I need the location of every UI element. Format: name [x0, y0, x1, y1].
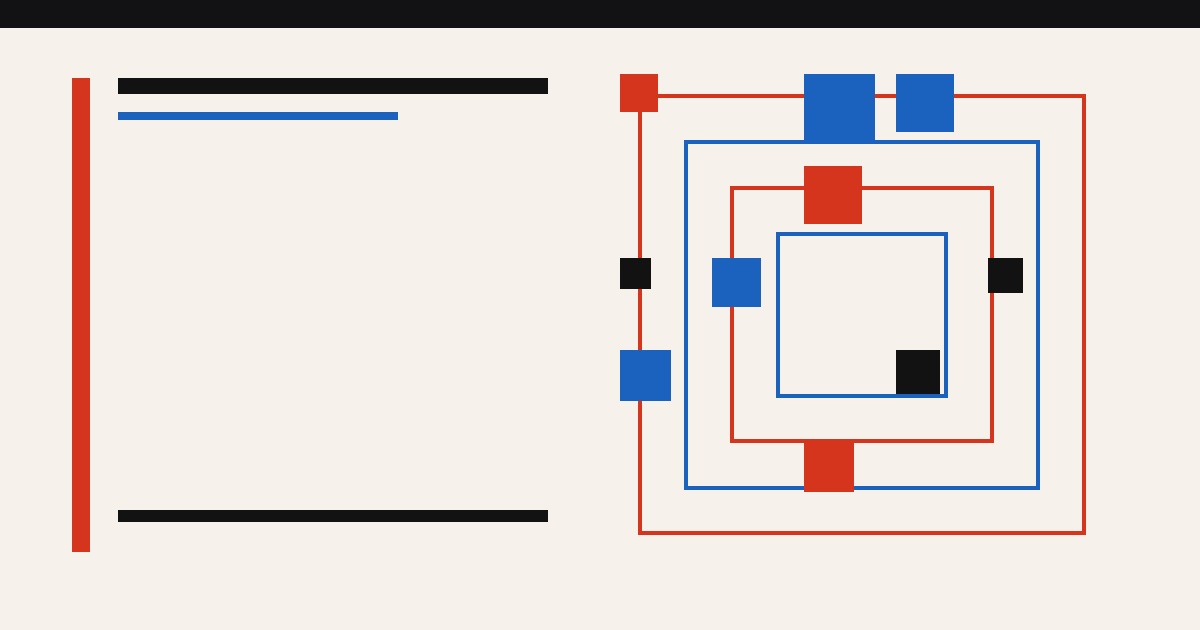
- outer-red-frame: [638, 94, 1086, 535]
- blue-block-middle-left: [712, 258, 761, 307]
- accent-rule: [72, 78, 90, 552]
- footer-placeholder-bar: [118, 510, 548, 522]
- title-placeholder-bar: [118, 78, 548, 94]
- black-block-inner: [896, 350, 940, 394]
- subtitle-placeholder-bar: [118, 112, 398, 120]
- top-bar: [0, 0, 1200, 28]
- blue-block-top-right: [896, 74, 954, 132]
- black-block-left: [620, 258, 651, 289]
- red-block-top-left: [620, 74, 658, 112]
- black-block-right: [988, 258, 1023, 293]
- blue-block-lower-left: [620, 350, 671, 401]
- artwork-blocks: [620, 74, 1023, 492]
- artwork-frames: [638, 94, 1086, 535]
- inner-red-frame: [730, 186, 994, 443]
- innermost-blue-frame: [776, 232, 948, 398]
- red-block-bottom: [804, 442, 854, 492]
- blue-block-top-large: [804, 74, 875, 142]
- red-block-top-center: [804, 166, 862, 224]
